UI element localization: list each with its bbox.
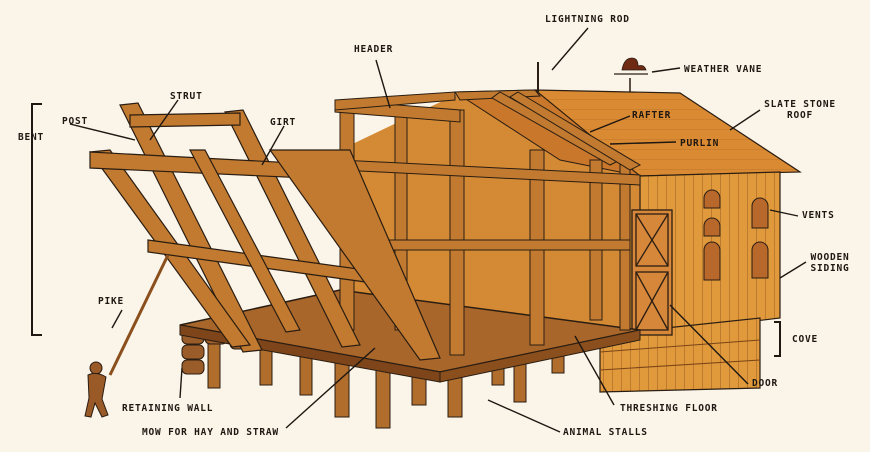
- vents: [703, 189, 769, 281]
- label-wooden-siding: WOODEN SIDING: [810, 252, 850, 274]
- cove-bracket: [774, 321, 781, 357]
- label-weather-vane: WEATHER VANE: [684, 64, 763, 75]
- label-post: POST: [62, 116, 89, 127]
- label-slate-stone-roof: SLATE STONE ROOF: [764, 99, 836, 121]
- label-cove: COVE: [792, 334, 819, 345]
- label-bent: BENT: [18, 132, 45, 143]
- front-bent-frame: [88, 102, 441, 361]
- label-pike: PIKE: [98, 296, 125, 307]
- label-rafter: RAFTER: [632, 110, 672, 121]
- label-girt: GIRT: [270, 117, 297, 128]
- weather-vane: [614, 57, 648, 92]
- label-door: DOOR: [752, 378, 779, 389]
- label-animal-stalls: ANIMAL STALLS: [563, 427, 648, 438]
- leader-lines: [69, 27, 807, 433]
- label-vents: VENTS: [802, 210, 835, 221]
- pike-pole: [108, 254, 170, 376]
- label-mow: MOW FOR HAY AND STRAW: [142, 427, 279, 438]
- label-retaining-wall: RETAINING WALL: [122, 403, 214, 414]
- interior-frame: [334, 89, 642, 356]
- label-strut: STRUT: [170, 91, 203, 102]
- label-threshing-floor: THRESHING FLOOR: [620, 403, 718, 414]
- bent-bracket: [31, 103, 42, 336]
- barn-door: [631, 209, 673, 336]
- label-header: HEADER: [354, 44, 394, 55]
- label-purlin: PURLIN: [680, 138, 720, 149]
- worker-figure: [84, 361, 109, 418]
- label-lightning-rod: LIGHTNING ROD: [545, 14, 630, 25]
